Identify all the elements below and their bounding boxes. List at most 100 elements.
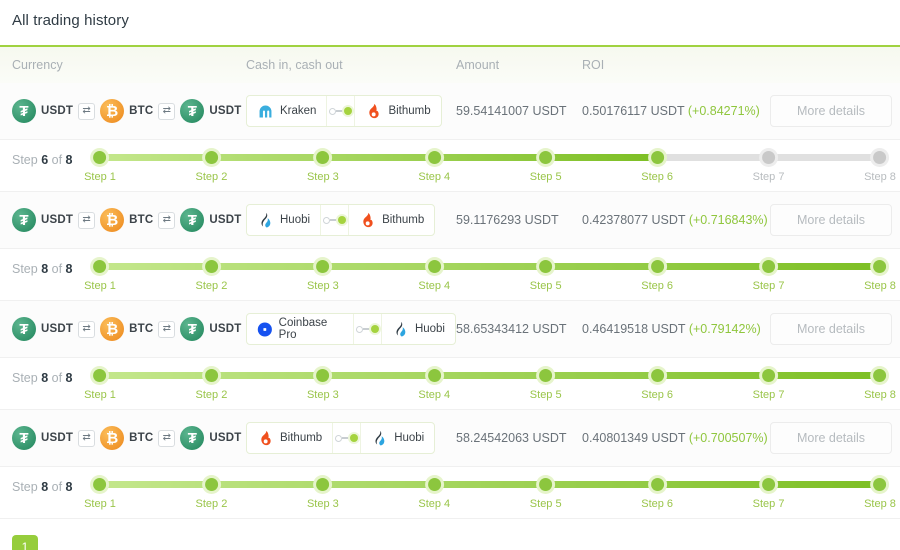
step-node[interactable]: Step 6 bbox=[641, 366, 673, 401]
cash-in-cash-out[interactable]: Bithumb Huobi bbox=[246, 422, 436, 454]
step-node[interactable]: Step 5 bbox=[530, 148, 562, 183]
step-node[interactable]: Step 5 bbox=[530, 475, 562, 510]
step-dot bbox=[539, 369, 553, 382]
swap-icon: ⇄ bbox=[158, 102, 176, 120]
step-dot bbox=[93, 151, 107, 164]
exchange-from[interactable]: Coinbase Pro bbox=[247, 317, 353, 341]
step-node[interactable]: Step 2 bbox=[195, 366, 228, 401]
progress-track[interactable]: Step 1 Step 2 Step 3 Step 4 Step 5 Step 6 Step… bbox=[84, 475, 896, 515]
exchange-from[interactable]: Kraken bbox=[247, 103, 326, 120]
step-node[interactable]: Step 2 bbox=[196, 257, 227, 292]
swap-icon: ⇄ bbox=[78, 102, 96, 120]
step-label: Step 3 bbox=[306, 280, 339, 292]
step-node[interactable]: Step 8 bbox=[864, 257, 896, 292]
step-label: Step 2 bbox=[195, 389, 228, 401]
progress-track[interactable]: Step 1 Step 2 Step 3 Step 4 Step 5 Step 6 Step… bbox=[84, 257, 896, 297]
roi-percent: (+0.716843%) bbox=[688, 213, 768, 227]
progress-track[interactable]: Step 1 Step 2 Step 3 Step 4 Step 5 Step 6 Step… bbox=[84, 148, 896, 188]
exchange-to[interactable]: Bithumb bbox=[349, 212, 434, 229]
more-details-button[interactable]: More details bbox=[770, 422, 892, 454]
exchange-to[interactable]: Huobi bbox=[382, 321, 455, 338]
table-top-rule bbox=[0, 45, 900, 47]
step-node[interactable]: Step 1 bbox=[84, 257, 116, 292]
step-node[interactable]: Step 4 bbox=[418, 257, 450, 292]
step-dot bbox=[427, 151, 441, 164]
exchange-to[interactable]: Bithumb bbox=[355, 103, 440, 120]
progress-track[interactable]: Step 1 Step 2 Step 3 Step 4 Step 5 Step 6 Step… bbox=[84, 366, 896, 406]
step-node[interactable]: Step 6 bbox=[641, 148, 673, 183]
currency-chip: ₿BTC bbox=[100, 317, 153, 341]
connector-line bbox=[336, 110, 345, 112]
step-counter: Step 8 of 8 bbox=[12, 371, 73, 385]
exchange-to-label: Bithumb bbox=[388, 105, 431, 117]
kraken-icon bbox=[259, 105, 272, 117]
step-node[interactable]: Step 4 bbox=[418, 366, 450, 401]
connector-start-dot bbox=[335, 434, 343, 442]
step-node[interactable]: Step 8 bbox=[864, 366, 896, 401]
step-label: Step 4 bbox=[418, 389, 451, 401]
cash-in-cash-out[interactable]: Kraken Bithumb bbox=[246, 95, 442, 127]
pagination-page-1[interactable]: 1 bbox=[12, 535, 38, 550]
step-dot bbox=[93, 260, 107, 273]
more-details-button[interactable]: More details bbox=[770, 95, 892, 127]
step-node[interactable]: Step 7 bbox=[753, 366, 784, 401]
step-total: 8 bbox=[65, 153, 73, 167]
step-node[interactable]: Step 3 bbox=[307, 366, 339, 401]
usdt-icon: ₮ bbox=[12, 317, 36, 341]
exchange-from[interactable]: Bithumb bbox=[247, 430, 332, 447]
cell-currency: ₮USDT⇄₿BTC⇄₮USDT bbox=[0, 99, 246, 123]
btc-icon: ₿ bbox=[100, 208, 125, 232]
cell-currency: ₮USDT⇄₿BTC⇄₮USDT bbox=[0, 317, 246, 341]
connector-start-dot bbox=[323, 216, 331, 224]
step-dot bbox=[93, 478, 107, 491]
cell-amount: 59.1176293 USDT bbox=[456, 213, 559, 227]
step-node[interactable]: Step 6 bbox=[641, 475, 673, 510]
cell-cash: Coinbase Pro Huobi bbox=[246, 313, 456, 345]
step-dot bbox=[204, 151, 218, 164]
exchange-from[interactable]: Huobi bbox=[247, 212, 320, 229]
step-node[interactable]: Step 5 bbox=[530, 257, 562, 292]
progress-bar-fill bbox=[100, 372, 880, 379]
step-node[interactable]: Step 1 bbox=[84, 475, 116, 510]
step-dot bbox=[427, 478, 441, 491]
step-node[interactable]: Step 2 bbox=[196, 475, 227, 510]
swap-icon: ⇄ bbox=[78, 211, 96, 229]
cash-in-cash-out[interactable]: Coinbase Pro Huobi bbox=[246, 313, 456, 345]
roi-percent: (+0.79142%) bbox=[688, 322, 761, 336]
swap-icon: ⇄ bbox=[78, 320, 96, 338]
step-node[interactable]: Step 4 bbox=[418, 475, 450, 510]
step-node[interactable]: Step 4 bbox=[418, 148, 450, 183]
bithumb-icon bbox=[261, 430, 271, 445]
step-node[interactable]: Step 3 bbox=[307, 475, 339, 510]
more-details-button[interactable]: More details bbox=[770, 204, 892, 236]
step-label: Step 8 bbox=[864, 171, 896, 183]
exchange-to[interactable]: Huobi bbox=[361, 430, 434, 447]
step-node[interactable]: Step 3 bbox=[307, 148, 339, 183]
step-dot bbox=[873, 151, 887, 164]
step-node[interactable]: Step 7 bbox=[753, 257, 784, 292]
page-title: All trading history bbox=[12, 12, 129, 29]
exchange-from-label: Kraken bbox=[280, 105, 317, 117]
step-dot bbox=[762, 260, 776, 273]
step-node[interactable]: Step 8 bbox=[864, 148, 896, 183]
step-node[interactable]: Step 8 bbox=[864, 475, 896, 510]
step-node[interactable]: Step 1 bbox=[84, 366, 116, 401]
currency-label: USDT bbox=[41, 214, 74, 226]
step-node[interactable]: Step 6 bbox=[641, 257, 673, 292]
step-node[interactable]: Step 7 bbox=[752, 475, 785, 510]
currency-chip: ₿BTC bbox=[100, 208, 153, 232]
step-node[interactable]: Step 1 bbox=[84, 148, 116, 183]
step-label: Step 7 bbox=[752, 498, 785, 510]
trading-history-table: Currency Cash in, cash out Amount ROI ₮U… bbox=[0, 45, 900, 519]
currency-chip: ₿BTC bbox=[100, 426, 153, 450]
cash-in-cash-out[interactable]: Huobi Bithumb bbox=[246, 204, 436, 236]
exchange-to-label: Bithumb bbox=[382, 214, 425, 226]
more-details-button[interactable]: More details bbox=[770, 313, 892, 345]
step-node[interactable]: Step 5 bbox=[530, 366, 562, 401]
step-node[interactable]: Step 2 bbox=[196, 148, 227, 183]
step-node[interactable]: Step 3 bbox=[307, 257, 339, 292]
step-label: Step 6 bbox=[641, 171, 674, 183]
step-dot bbox=[762, 478, 776, 491]
step-node[interactable]: Step 7 bbox=[753, 148, 784, 183]
